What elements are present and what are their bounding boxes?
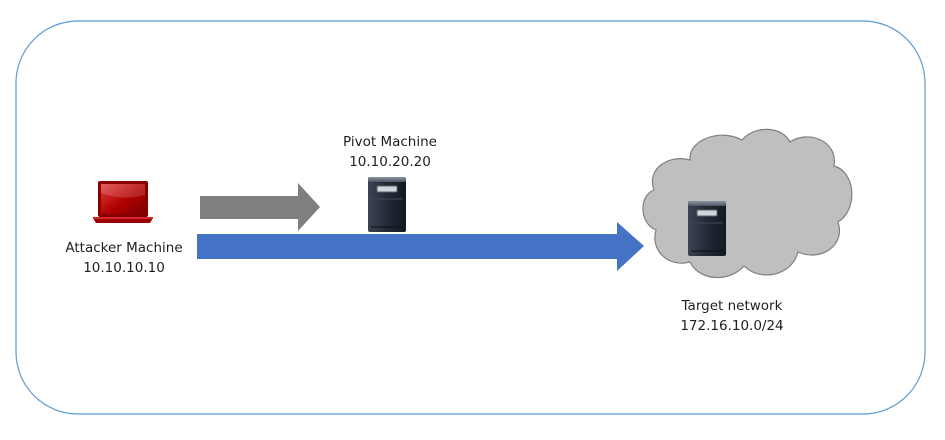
laptop-icon xyxy=(93,181,153,223)
cloud-icon xyxy=(642,128,853,279)
target-subnet: 172.16.10.0/24 xyxy=(680,318,784,334)
target-server-icon xyxy=(687,200,727,257)
pivot-label: Pivot Machine 10.10.20.20 xyxy=(322,132,458,172)
target-name: Target network xyxy=(681,298,783,314)
pivot-server-icon xyxy=(367,176,407,233)
target-label: Target network 172.16.10.0/24 xyxy=(664,296,800,336)
attacker-ip: 10.10.10.10 xyxy=(83,260,165,276)
diagram-frame xyxy=(15,20,926,415)
pivot-ip: 10.10.20.20 xyxy=(349,154,431,170)
gray-arrow xyxy=(200,183,320,231)
attacker-name: Attacker Machine xyxy=(65,240,183,256)
blue-arrow xyxy=(197,222,644,271)
attacker-label: Attacker Machine 10.10.10.10 xyxy=(56,238,192,278)
pivot-name: Pivot Machine xyxy=(343,134,437,150)
